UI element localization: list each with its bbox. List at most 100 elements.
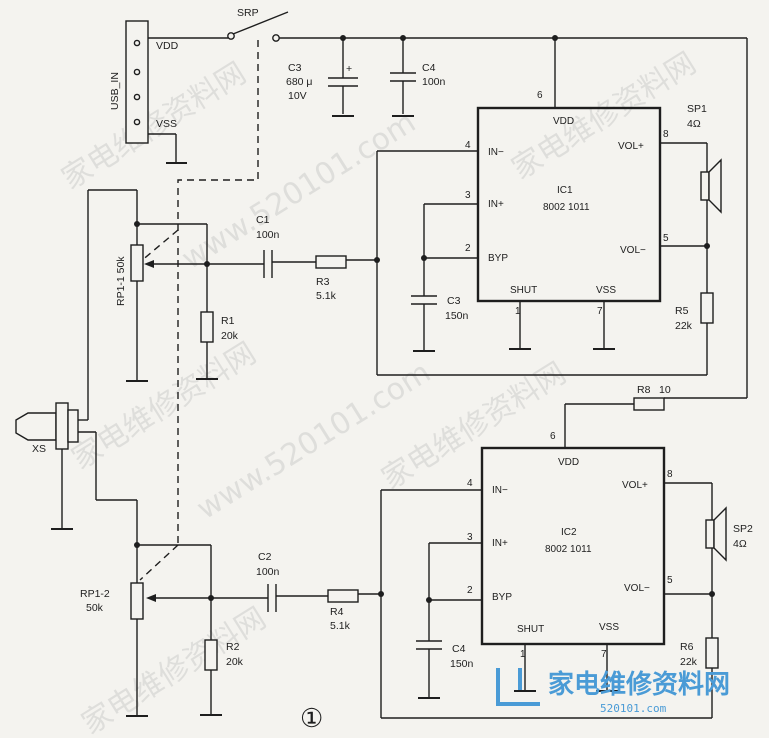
watermark-brand-2: 家电维修资料网 xyxy=(506,46,703,187)
resistor-r8: R8 10 xyxy=(633,384,671,411)
r3-name: R3 xyxy=(316,276,330,288)
srp-switch: SRP xyxy=(227,7,289,42)
ic2-amplifier: VDD IN− IN+ BYP SHUT VSS VOL+ VOL− IC2 8… xyxy=(467,431,673,660)
ic1-vss-label: VSS xyxy=(596,285,616,296)
srp-label: SRP xyxy=(237,7,259,19)
ic2-byp-label: BYP xyxy=(492,592,512,603)
ic1-shut-label: SHUT xyxy=(510,285,537,296)
ic1-vdd-label: VDD xyxy=(553,116,574,127)
ic1-in-minus-label: IN− xyxy=(488,147,504,158)
ic1-name-label: IC1 xyxy=(557,185,573,196)
r5-value: 22k xyxy=(675,320,693,332)
r3-value: 5.1k xyxy=(316,290,337,302)
ic2-pin5-number: 5 xyxy=(667,575,673,586)
ic1-byp-label: BYP xyxy=(488,253,508,264)
capacitor-c1: C1 100n xyxy=(256,214,280,278)
speaker-sp1: SP1 4Ω xyxy=(687,103,722,246)
audio-jack-xs: XS xyxy=(15,402,79,455)
r6-name: R6 xyxy=(680,641,694,653)
c2-name: C2 xyxy=(258,551,272,563)
resistor-r4: R4 5.1k xyxy=(327,589,359,632)
usb-in-label: USB_IN xyxy=(109,72,121,110)
ic1-pin2-number: 2 xyxy=(465,243,471,254)
sp2-value: 4Ω xyxy=(733,538,747,550)
ic2-name-label: IC2 xyxy=(561,527,577,538)
watermark-layer: www.520101.com www.520101.com 家电维修资料网 家电… xyxy=(56,46,703,738)
c3-byp-value: 150n xyxy=(445,310,469,322)
ic2-vol-minus-label: VOL− xyxy=(624,583,650,594)
c3-name: C3 xyxy=(288,62,302,74)
r1-value: 20k xyxy=(221,330,239,342)
ic2-part-label: 8002 1011 xyxy=(545,544,592,555)
potentiometer-rp1-1: RP1-1 50k xyxy=(115,190,148,382)
ic2-pin2-number: 2 xyxy=(467,585,473,596)
resistor-r1: R1 20k xyxy=(196,264,239,380)
ic1-part-label: 8002 1011 xyxy=(543,202,590,213)
rp1-1-label: RP1-1 50k xyxy=(115,256,127,306)
r2-name: R2 xyxy=(226,641,240,653)
ic1-amplifier: VDD IN− IN+ BYP SHUT VSS VOL+ VOL− IC1 8… xyxy=(465,90,669,317)
ic2-shut-label: SHUT xyxy=(517,624,544,635)
ic1-pin1-number: 1 xyxy=(515,306,521,317)
resistor-r2: R2 20k xyxy=(200,598,244,716)
usb-in-connector: USB_IN VDD VSS xyxy=(109,20,179,144)
r8-value: 10 xyxy=(659,384,671,396)
watermark-brand-5: 家电维修资料网 xyxy=(76,601,273,738)
sp1-name: SP1 xyxy=(687,103,707,115)
resistor-r3: R3 5.1k xyxy=(315,255,347,302)
ic2-pin3-number: 3 xyxy=(467,532,473,543)
ic2-in-plus-label: IN+ xyxy=(492,538,508,549)
ic2-pin6-number: 6 xyxy=(550,431,556,442)
watermark-logo-brand: 家电维修资料网 xyxy=(548,669,730,700)
ic1-pin7-number: 7 xyxy=(597,306,603,317)
r6-value: 22k xyxy=(680,656,698,668)
c2-value: 100n xyxy=(256,566,280,578)
ic1-in-plus-label: IN+ xyxy=(488,199,504,210)
r1-name: R1 xyxy=(221,315,235,327)
rp1-2-value: 50k xyxy=(86,602,104,614)
ic2-pin4-number: 4 xyxy=(467,478,473,489)
ic1-pin4-number: 4 xyxy=(465,140,471,151)
c4-byp-value: 150n xyxy=(450,658,474,670)
ic2-pin7-number: 7 xyxy=(601,649,607,660)
ic2-pin1-number: 1 xyxy=(520,649,526,660)
r2-value: 20k xyxy=(226,656,244,668)
r4-value: 5.1k xyxy=(330,620,351,632)
r8-name: R8 xyxy=(637,384,651,396)
ic2-vdd-label: VDD xyxy=(558,457,579,468)
c4-top-name: C4 xyxy=(422,62,436,74)
usb-vss-label: VSS xyxy=(156,118,177,130)
ic1-vol-plus-label: VOL+ xyxy=(618,141,644,152)
usb-vdd-label: VDD xyxy=(156,40,179,52)
c3-voltage: 10V xyxy=(288,90,307,102)
c3-polarity: + xyxy=(346,63,352,75)
watermark-logo: 家电维修资料网 520101.com xyxy=(496,668,730,715)
speaker-sp2: SP2 4Ω xyxy=(705,483,753,594)
watermark-brand-1: 家电维修资料网 xyxy=(56,56,253,197)
capacitor-c2: C2 100n xyxy=(256,551,280,612)
c1-value: 100n xyxy=(256,229,280,241)
potentiometer-rp1-2: RP1-2 50k xyxy=(80,500,148,717)
ic2-vss-label: VSS xyxy=(599,622,619,633)
xs-label: XS xyxy=(32,443,46,455)
capacitor-c3-150n: C3 150n xyxy=(411,258,469,352)
c1-name: C1 xyxy=(256,214,270,226)
ic1-pin6-number: 6 xyxy=(537,90,543,101)
watermark-url-1: www.520101.com xyxy=(176,105,422,277)
ic2-pin8-number: 8 xyxy=(667,469,673,480)
ic2-in-minus-label: IN− xyxy=(492,485,508,496)
watermark-brand-3: 家电维修资料网 xyxy=(66,336,263,477)
capacitor-c4-100n: C4 100n xyxy=(390,35,446,117)
c4-top-value: 100n xyxy=(422,76,446,88)
resistor-r5: R5 22k xyxy=(675,246,714,375)
sp1-value: 4Ω xyxy=(687,118,701,130)
r5-name: R5 xyxy=(675,305,689,317)
c3-byp-name: C3 xyxy=(447,295,461,307)
capacitor-c4-150n: C4 150n xyxy=(416,600,474,699)
c3-value: 680 μ xyxy=(286,76,313,88)
ic2-vol-plus-label: VOL+ xyxy=(622,480,648,491)
c4-byp-name: C4 xyxy=(452,643,466,655)
ic1-vol-minus-label: VOL− xyxy=(620,245,646,256)
ic1-pin5-number: 5 xyxy=(663,233,669,244)
